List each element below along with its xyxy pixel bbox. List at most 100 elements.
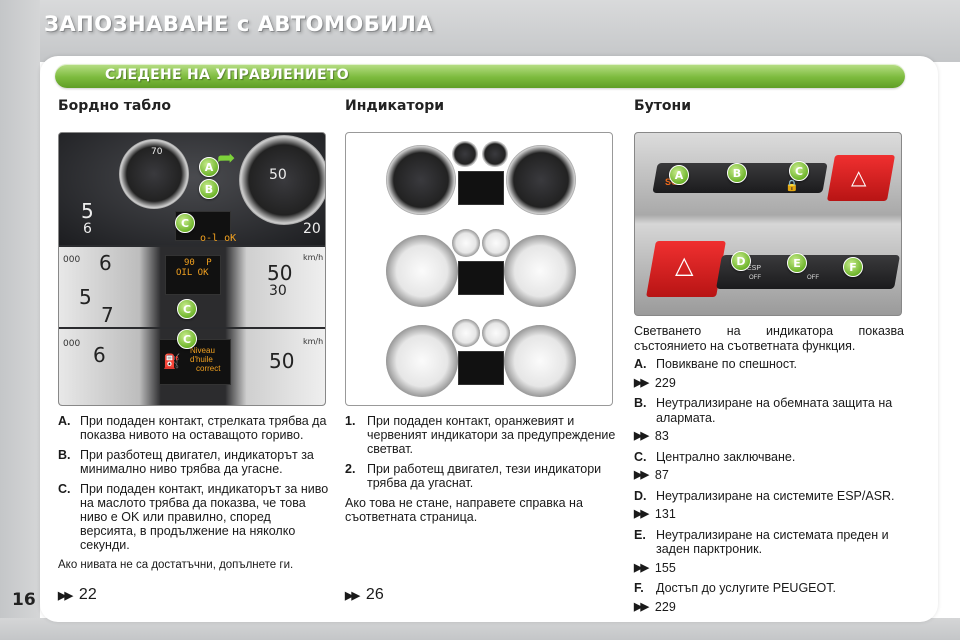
item-label: C. — [634, 449, 647, 464]
tachometer — [386, 145, 456, 215]
lock-icon: 🔒 — [785, 180, 799, 192]
badge-e: E — [787, 253, 807, 273]
dashboard-strip-top: 70 50 5 6 20 o-l oK A B C ➦ — [59, 133, 325, 245]
speedometer — [504, 235, 576, 307]
dial-label: 000 — [63, 255, 81, 265]
page-reference[interactable]: ▶▶ 83 — [634, 429, 904, 444]
dial-label: 70 — [151, 147, 163, 157]
list-item: 2.При работещ двигател, тези индикатори … — [345, 462, 617, 490]
lcd-display: 90 P OIL OK — [165, 255, 221, 295]
double-arrow-icon: ▶▶ — [634, 376, 649, 389]
list-item: B.Неутрализиране на обемната защита на а… — [634, 396, 904, 425]
item-text: Неутрализиране на системите ESP/ASR. — [656, 488, 895, 503]
list-item: A.Повикване по спешност. — [634, 357, 904, 372]
lcd-text: o-l oK — [200, 233, 237, 244]
footer-band — [0, 618, 960, 640]
item-text: Неутрализиране на обемната защита на ала… — [656, 396, 893, 425]
dial-label: km/h — [303, 253, 324, 262]
left-band — [0, 0, 40, 640]
reference-number: 83 — [654, 429, 669, 443]
reference-number: 155 — [654, 560, 676, 575]
list-item: C. При подаден контакт, индикаторът за ни… — [58, 482, 330, 552]
tachometer — [386, 235, 458, 307]
dial-label: 7 — [101, 303, 114, 327]
park-off-label: OFF — [807, 275, 819, 281]
small-gauge — [482, 141, 508, 167]
dial-label: 20 — [303, 221, 321, 237]
item-label: D. — [634, 488, 647, 503]
item-label: 1. — [345, 414, 356, 428]
buttons-heading: Бутони — [634, 98, 692, 114]
item-label: E. — [634, 527, 646, 542]
badge-a: A — [669, 165, 689, 185]
section-title: СЛЕДЕНЕ НА УПРАВЛЕНИЕТО — [105, 67, 349, 83]
badge-c: C — [177, 329, 197, 349]
dashboard-heading: Бордно табло — [58, 98, 171, 114]
item-text: При разботещ двигател, индикаторът за ми… — [80, 448, 314, 476]
small-gauge — [452, 319, 480, 347]
item-label: A. — [58, 414, 71, 428]
dial-label: 5 — [81, 199, 94, 223]
dial-label: 6 — [93, 343, 106, 367]
reference-number: 26 — [365, 586, 384, 603]
reference-number: 229 — [654, 599, 676, 614]
indicators-text: 1. При подаден контакт, оранжевият и черв… — [345, 414, 617, 524]
oil-can-icon: ⛽ — [163, 353, 181, 369]
badge-f: F — [843, 257, 863, 277]
list-item: D. Неутрализиране на системите ESP/ASR. — [634, 489, 904, 504]
item-label: A. — [634, 357, 647, 371]
lcd-display: Niveau d'huile correct — [159, 339, 231, 385]
item-label: C. — [58, 482, 71, 496]
buttons-photo: SOS A B C 🔒 △ △ ESP OFF OFF D E F — [634, 132, 902, 316]
section-bar: СЛЕДЕНЕ НА УПРАВЛЕНИЕТО — [55, 64, 905, 88]
item-text: Достъп до услугите PEUGEOT. — [656, 581, 836, 595]
double-arrow-icon: ▶▶ — [58, 589, 73, 602]
item-text: При подаден контакт, стрелката трябва да… — [80, 414, 327, 442]
esp-label: ESP — [747, 265, 762, 272]
badge-b: B — [727, 163, 747, 183]
double-arrow-icon: ▶▶ — [634, 508, 649, 520]
indicators-photo — [345, 132, 613, 406]
item-text: При подаден контакт, индикаторът за ниво… — [80, 482, 329, 552]
badge-c: C — [175, 213, 195, 233]
page-reference[interactable]: ▶▶ 26 — [345, 586, 384, 604]
lcd-oil: OIL OK — [176, 268, 209, 278]
fuel-needle-icon: ➦ — [217, 145, 236, 170]
speedometer — [506, 145, 576, 215]
double-arrow-icon: ▶▶ — [634, 561, 649, 574]
page-reference[interactable]: ▶▶ 155 — [634, 561, 904, 576]
hazard-icon: △ — [675, 252, 694, 279]
lcd-display — [458, 351, 504, 385]
tachometer — [386, 325, 458, 397]
badge-a: A — [199, 157, 219, 177]
badge-c: C — [177, 299, 197, 319]
dial-label: 50 — [267, 261, 293, 285]
page-reference[interactable]: ▶▶ 22 — [58, 586, 97, 604]
item-label: F. — [634, 581, 644, 595]
double-arrow-icon: ▶▶ — [634, 430, 649, 442]
list-item: C. Централно заключване. — [634, 450, 904, 465]
small-gauge — [482, 319, 510, 347]
fuel-gauge — [119, 139, 189, 209]
list-item: 1. При подаден контакт, оранжевият и черв… — [345, 414, 617, 456]
indicators-paragraph: Ако това не стане, направете справка на … — [345, 496, 583, 524]
list-item: B. При разботещ двигател, индикаторът за … — [58, 448, 330, 476]
reference-number: 87 — [654, 468, 669, 482]
page-reference[interactable]: ▶▶229 — [634, 376, 904, 391]
header-band — [0, 0, 960, 62]
item-text: При подаден контакт, оранжевият и червен… — [367, 414, 616, 456]
page-reference[interactable]: ▶▶229 — [634, 600, 904, 615]
reference-number: 22 — [78, 586, 97, 603]
small-gauge — [452, 141, 478, 167]
item-text: Централно заключване. — [656, 449, 796, 464]
page-reference[interactable]: ▶▶87 — [634, 468, 904, 483]
item-label: B. — [58, 448, 71, 462]
dashboard-photo: 70 50 5 6 20 o-l oK A B C ➦ 000 6 5 7 50… — [58, 132, 326, 406]
dial-label: 30 — [269, 283, 287, 299]
hazard-icon: △ — [851, 167, 867, 189]
speedometer — [504, 325, 576, 397]
dial-label: 6 — [99, 251, 112, 275]
page-reference[interactable]: ▶▶131 — [634, 507, 904, 522]
dial-label: 000 — [63, 339, 81, 349]
list-item: F. Достъп до услугите PEUGEOT. — [634, 581, 904, 596]
